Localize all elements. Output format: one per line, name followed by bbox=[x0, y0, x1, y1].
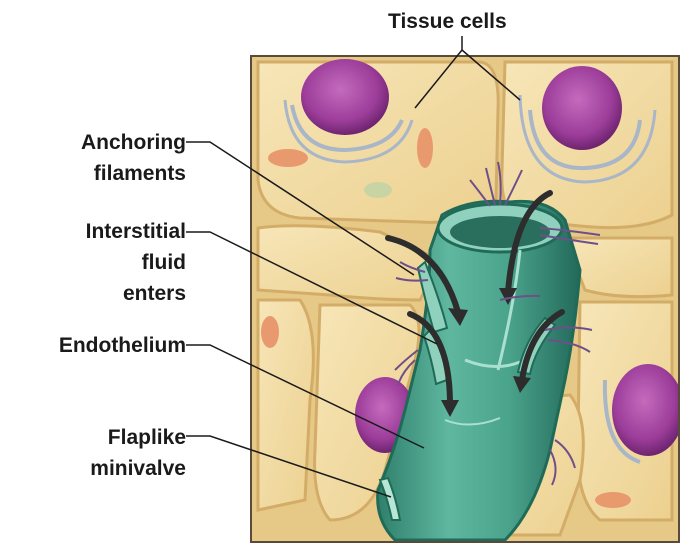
label-line: Anchoring bbox=[81, 131, 186, 154]
label-line: Interstitial bbox=[85, 220, 186, 243]
nucleus bbox=[301, 59, 389, 135]
label-interstitial-fluid-enters: Interstitial fluid enters bbox=[40, 216, 186, 309]
flow-arrow bbox=[519, 309, 565, 383]
flow-arrow bbox=[505, 190, 553, 295]
label-line: fluid bbox=[141, 251, 186, 274]
leader-tissue-cells-right bbox=[461, 49, 521, 101]
flow-arrow bbox=[407, 311, 453, 408]
label-line: filaments bbox=[93, 162, 186, 185]
label-flaplike-minivalve: Flaplike minivalve bbox=[40, 422, 186, 484]
label-endothelium: Endothelium bbox=[58, 334, 186, 357]
label-line: minivalve bbox=[90, 457, 186, 480]
leader-anchoring-filaments bbox=[186, 141, 415, 276]
tissue-cell-top-right bbox=[417, 60, 674, 230]
label-line: Flaplike bbox=[107, 426, 186, 449]
nucleus bbox=[542, 66, 622, 150]
label-tissue-cells: Tissue cells bbox=[388, 10, 507, 33]
illustration-frame bbox=[250, 55, 680, 543]
lymphatic-capillary bbox=[376, 199, 582, 542]
mitochondrion bbox=[268, 149, 308, 167]
flow-arrow bbox=[385, 235, 461, 315]
nucleus bbox=[612, 364, 679, 456]
leader-endothelium bbox=[186, 344, 425, 449]
tissue-cell-right bbox=[562, 236, 679, 522]
minivalve-flap bbox=[378, 476, 402, 521]
anchoring-filaments bbox=[394, 161, 601, 486]
label-anchoring-filaments: Anchoring filaments bbox=[40, 127, 186, 189]
tissue-panel bbox=[251, 56, 679, 542]
leader-lines bbox=[186, 36, 521, 498]
label-line: enters bbox=[122, 282, 186, 305]
fluid-flow-arrows bbox=[385, 190, 565, 408]
tissue-cell-top-left bbox=[256, 59, 500, 224]
leader-flaplike-minivalve bbox=[186, 435, 392, 498]
leader-interstitial-fluid bbox=[186, 231, 438, 345]
